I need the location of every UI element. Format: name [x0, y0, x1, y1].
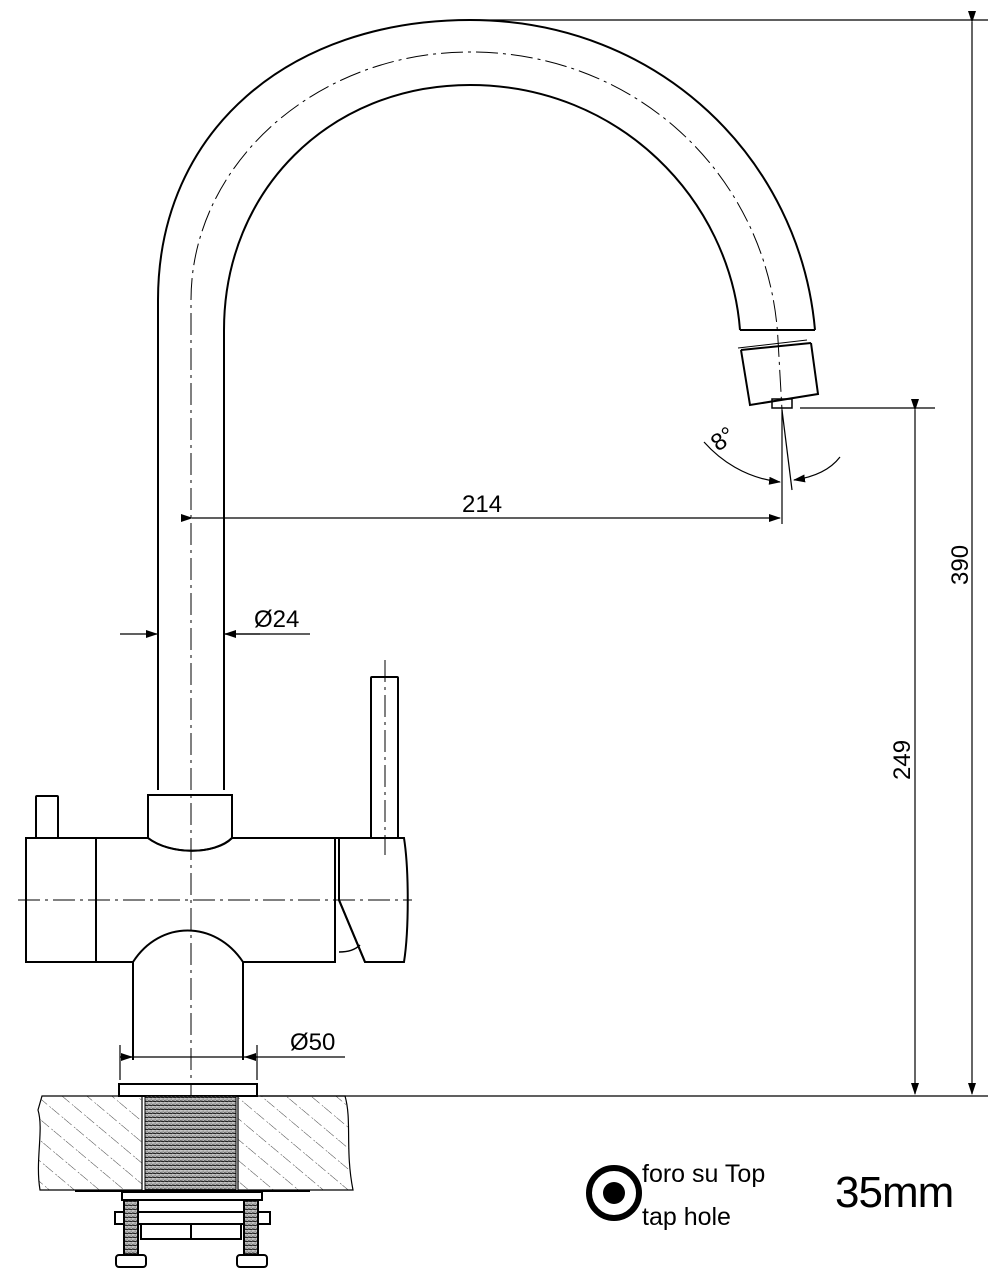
tap-body: [25, 676, 409, 1097]
dim-214: 214: [462, 491, 502, 518]
dim-249: 249: [889, 740, 916, 780]
dim-d50: Ø50: [290, 1029, 335, 1056]
dim-8deg: 8°: [706, 422, 740, 457]
dimension-labels: 214 Ø24 Ø50 249 390 8°: [254, 422, 974, 1056]
dim-390: 390: [947, 545, 974, 585]
tap-hole-target-icon: [586, 1165, 642, 1221]
dim-d24: Ø24: [254, 606, 299, 633]
countertop-section: [37, 1095, 354, 1192]
legend-tap-hole: tap hole: [642, 1203, 731, 1231]
center-lines: [18, 51, 783, 1105]
spout: [157, 18, 820, 790]
mounting-kit: [114, 1191, 271, 1268]
legend-foro-su-top: foro su Top: [642, 1160, 766, 1188]
dimension-lines: [119, 11, 988, 1097]
legend-hole-size: 35mm: [835, 1168, 954, 1217]
